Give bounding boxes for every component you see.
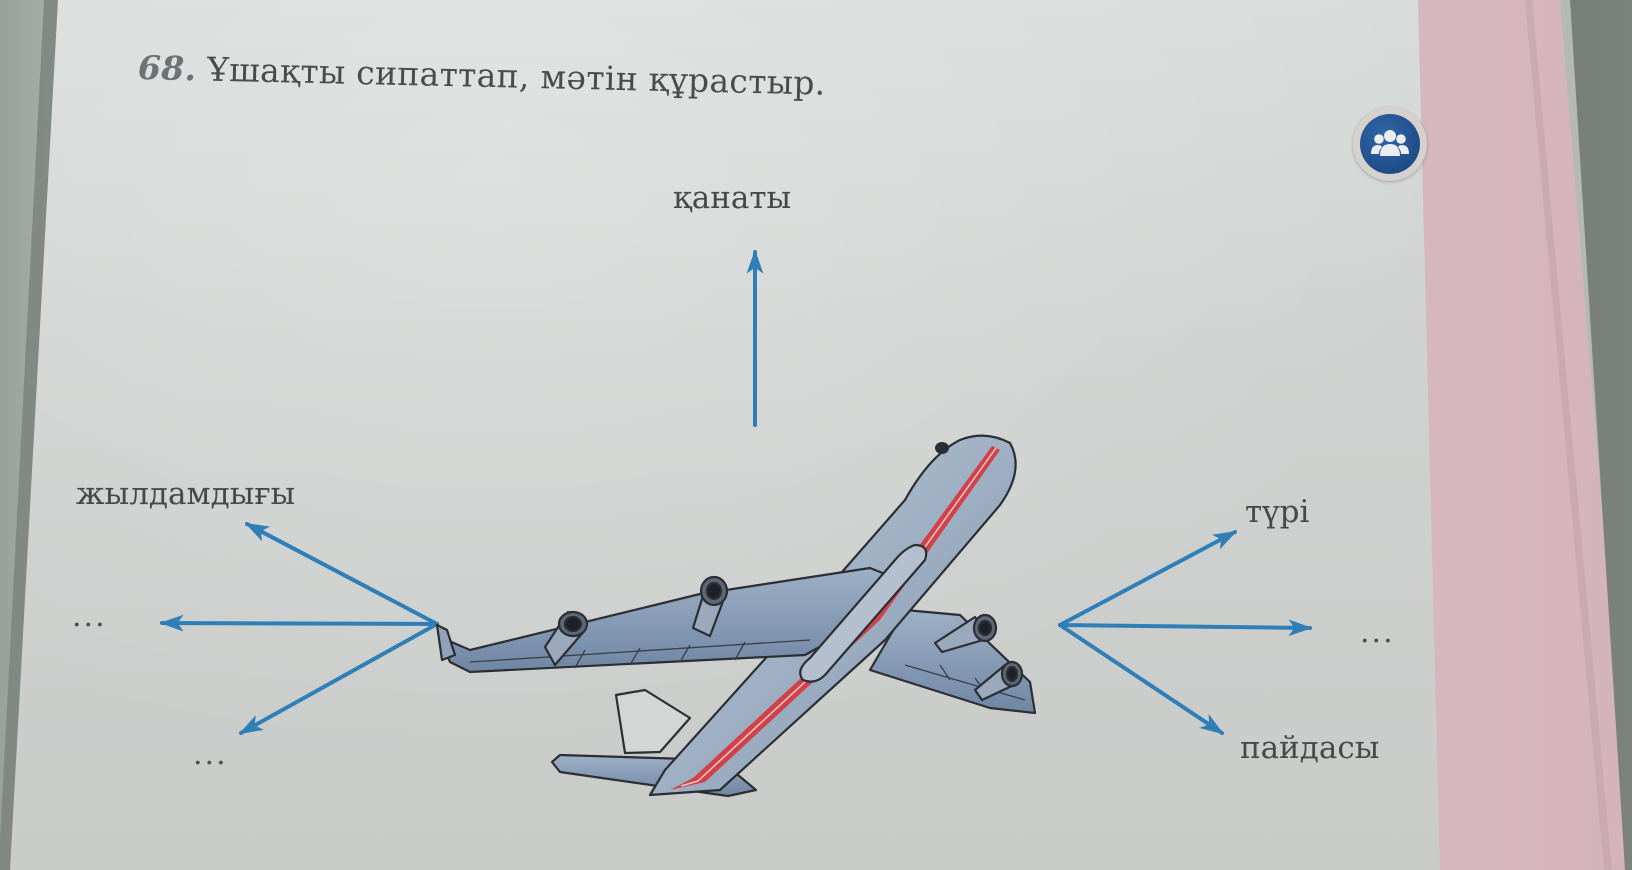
label-blank-right-middle: ... — [1360, 615, 1395, 650]
arrow-left-up — [244, 522, 439, 626]
arrow-right-down — [1058, 623, 1224, 735]
arrows — [159, 249, 1313, 735]
label-wings: қанаты — [673, 180, 792, 216]
arrow-right — [1058, 619, 1313, 637]
arrow-right-up — [1058, 530, 1238, 627]
engine — [933, 613, 998, 654]
badge-circle — [1360, 114, 1420, 174]
airplane-illustration — [435, 434, 1037, 798]
label-blank-left-middle: ... — [72, 599, 107, 634]
engine — [691, 575, 729, 638]
group-work-icon — [1371, 130, 1409, 156]
group-work-badge — [1353, 107, 1427, 181]
engine — [543, 610, 589, 667]
label-blank-left-bottom: ... — [193, 737, 228, 772]
arrow-left-down — [238, 622, 439, 735]
label-benefit: пайдасы — [1240, 730, 1380, 766]
label-type: түрі — [1245, 494, 1310, 530]
engine — [973, 660, 1024, 702]
arrow-left — [159, 614, 439, 632]
label-speed: жылдамдығы — [76, 476, 296, 512]
